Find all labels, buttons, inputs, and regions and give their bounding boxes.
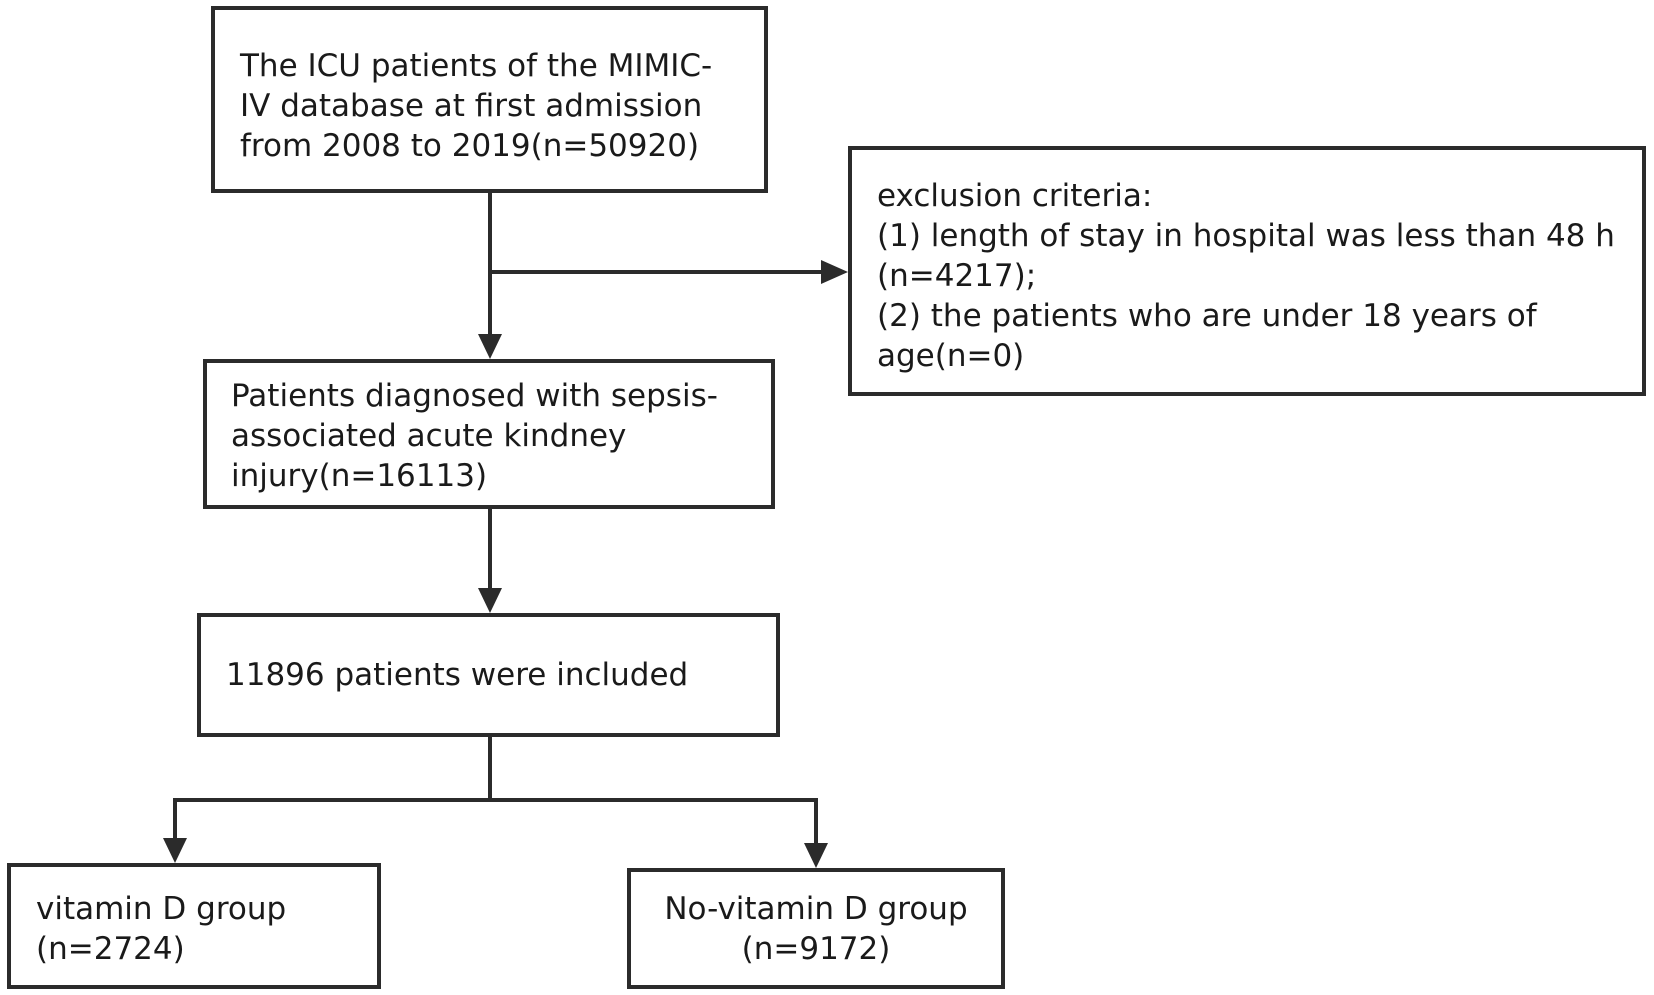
node-novitd-text: No-vitamin D group (n=9172) <box>631 889 1001 969</box>
node-text-line: (n=4217); <box>877 258 1037 294</box>
node-included-text: 11896 patients were included <box>226 655 688 695</box>
node-no-vitamin-d-group: No-vitamin D group (n=9172) <box>627 868 1005 989</box>
arrowhead-novitd <box>804 843 828 868</box>
node-exclusion-criteria: exclusion criteria: (1) length of stay i… <box>848 146 1646 396</box>
node-text-line: (n=2724) <box>36 931 185 967</box>
node-source-population: The ICU patients of the MIMIC- IV databa… <box>211 6 768 193</box>
arrowhead-diagnosed <box>478 334 502 359</box>
node-included-patients: 11896 patients were included <box>197 613 780 737</box>
node-vitamin-d-group: vitamin D group (n=2724) <box>7 863 381 989</box>
node-vitd-text: vitamin D group (n=2724) <box>36 889 286 969</box>
node-text-line: The ICU patients of the MIMIC- <box>240 48 713 84</box>
node-text-line: IV database at first admission <box>240 88 703 124</box>
node-text-line: (n=9172) <box>741 931 891 967</box>
node-text-line: age(n=0) <box>877 338 1025 374</box>
node-text-line: (1) length of stay in hospital was less … <box>877 218 1615 254</box>
node-text-line: Patients diagnosed with sepsis- <box>231 378 718 414</box>
node-exclusion-text: exclusion criteria: (1) length of stay i… <box>877 176 1615 376</box>
node-diagnosed-text: Patients diagnosed with sepsis- associat… <box>231 376 718 496</box>
node-text-line: injury(n=16113) <box>231 458 488 494</box>
node-text-line: vitamin D group <box>36 891 287 927</box>
node-text-line: exclusion criteria: <box>877 178 1153 214</box>
node-text-line: from 2008 to 2019(n=50920) <box>240 128 700 164</box>
arrowhead-vitd <box>163 838 187 863</box>
arrowhead-included <box>478 588 502 613</box>
node-text-line: 11896 patients were included <box>226 657 689 693</box>
node-text-line: (2) the patients who are under 18 years … <box>877 298 1537 334</box>
node-diagnosed-patients: Patients diagnosed with sepsis- associat… <box>203 359 775 509</box>
node-text-line: associated acute kindney <box>231 418 627 454</box>
node-text-line: No-vitamin D group <box>664 891 968 927</box>
arrowhead-exclusion <box>821 260 848 284</box>
node-source-text: The ICU patients of the MIMIC- IV databa… <box>240 46 712 166</box>
